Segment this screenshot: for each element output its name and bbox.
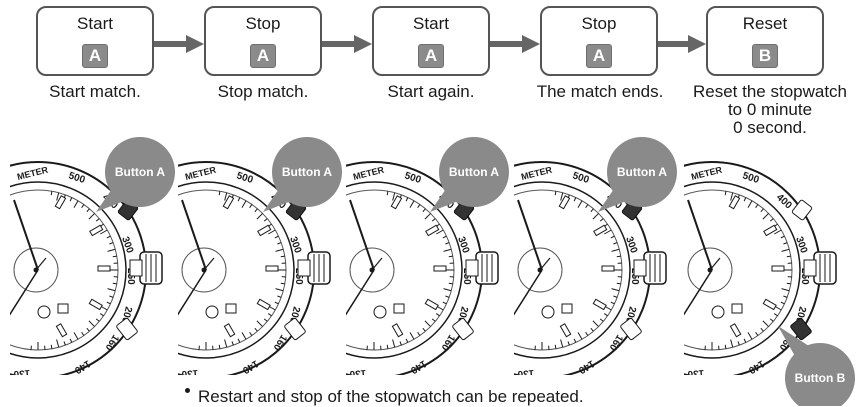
button-a-label: Button A [115, 165, 166, 179]
button-a-callout: Button A [263, 137, 342, 212]
button-b-callout: Button B [778, 326, 855, 406]
button-a-label: Button A [282, 165, 333, 179]
button-b-label: Button B [795, 371, 846, 385]
button-a-callout: Button A [430, 137, 509, 212]
button-a-callout: Button A [96, 137, 175, 212]
button-a-label: Button A [449, 165, 500, 179]
button-a-callout: Button A [598, 137, 677, 212]
button-a-label: Button A [617, 165, 668, 179]
